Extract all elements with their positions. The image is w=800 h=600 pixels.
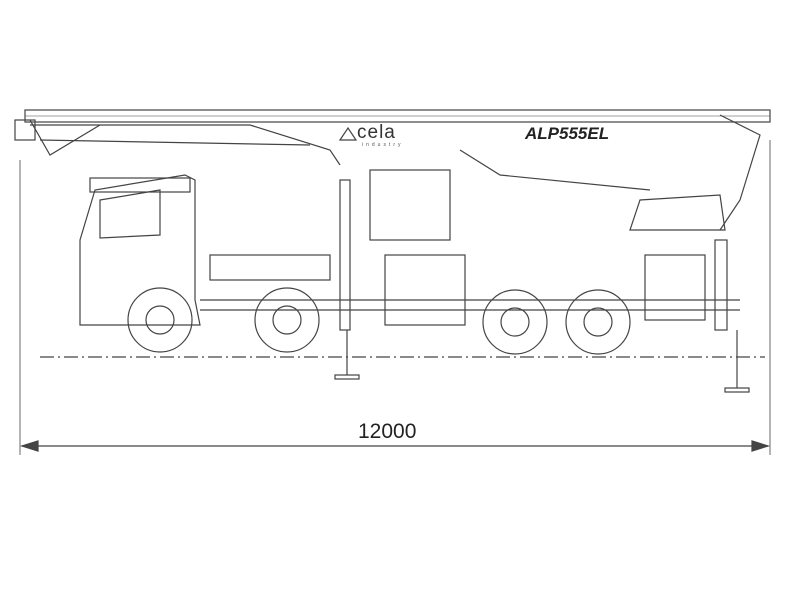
truck-cab <box>79 174 201 326</box>
brand-logo: cela <box>357 122 396 143</box>
outriggers <box>334 330 750 393</box>
dimension-line <box>19 140 771 455</box>
truck-body <box>200 169 740 331</box>
boom <box>14 109 771 231</box>
overall-length-label: 12000 <box>358 420 417 443</box>
brand-logo-icon <box>338 126 358 141</box>
model-logo: ALP555EL <box>525 124 610 143</box>
platform-basket <box>369 169 451 241</box>
brand-tagline: industry <box>362 142 404 148</box>
wheels <box>127 287 631 355</box>
